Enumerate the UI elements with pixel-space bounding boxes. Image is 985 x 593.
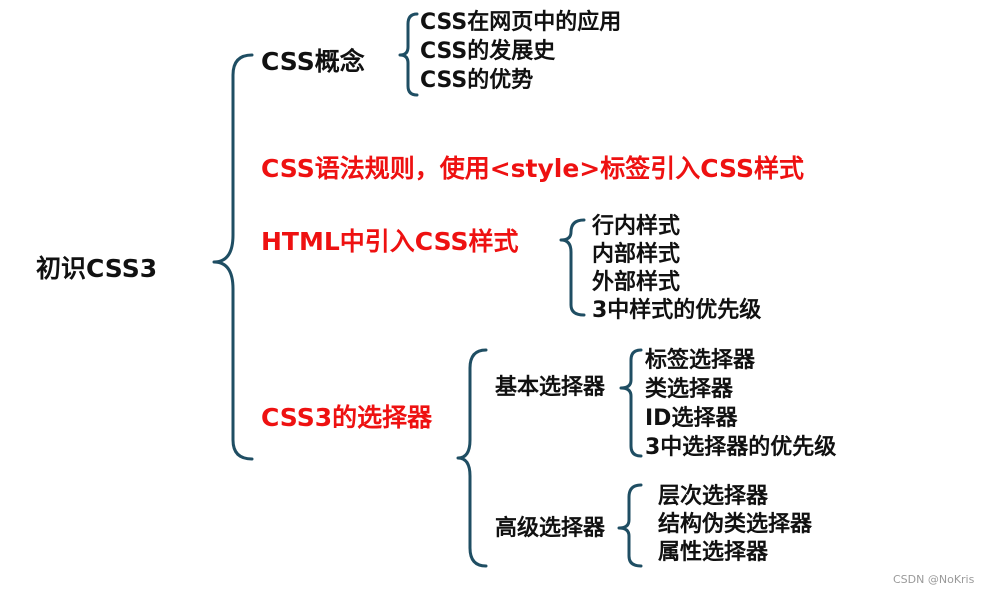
selectors-brace — [456, 348, 488, 568]
advanced-selector-item: 层次选择器 — [658, 484, 769, 509]
concept-node: CSS概念 — [261, 47, 365, 76]
basic-selector-item: ID选择器 — [645, 406, 738, 431]
watermark: CSDN @NoKris — [893, 573, 975, 586]
import-item: 内部样式 — [592, 242, 681, 267]
advanced-selector-item: 结构伪类选择器 — [658, 512, 813, 537]
import-item: 行内样式 — [592, 214, 681, 239]
basic-selector-item: 标签选择器 — [645, 348, 756, 373]
advanced-selectors-node: 高级选择器 — [495, 516, 606, 541]
selectors-node: CSS3的选择器 — [261, 403, 433, 432]
root-node: 初识CSS3 — [36, 254, 158, 283]
basic-selector-item: 3中选择器的优先级 — [645, 435, 837, 460]
advanced-selector-item: 属性选择器 — [658, 540, 769, 565]
import-item: 外部样式 — [592, 270, 681, 295]
root-brace — [212, 53, 254, 461]
advanced-brace — [617, 483, 643, 568]
import-brace — [559, 218, 586, 317]
concept-item: CSS的发展史 — [420, 39, 556, 64]
basic-selectors-node: 基本选择器 — [495, 375, 606, 400]
concept-brace — [398, 12, 419, 97]
basic-brace — [619, 348, 643, 458]
concept-item: CSS的优势 — [420, 68, 534, 93]
import-node: HTML中引入CSS样式 — [261, 227, 519, 256]
basic-selector-item: 类选择器 — [645, 377, 734, 402]
concept-item: CSS在网页中的应用 — [420, 10, 622, 35]
import-item: 3中样式的优先级 — [592, 298, 762, 323]
syntax-node: CSS语法规则，使用<style>标签引入CSS样式 — [261, 154, 804, 183]
